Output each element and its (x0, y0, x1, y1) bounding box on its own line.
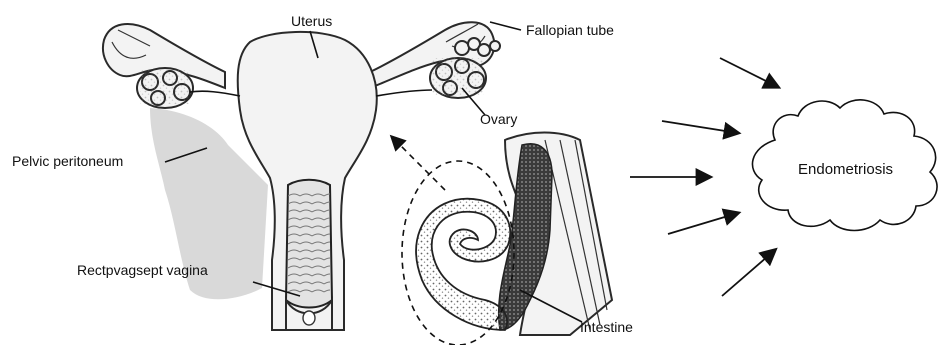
label-pelvic-peritoneum: Pelvic peritoneum (12, 153, 123, 169)
intestine-illustration (402, 133, 612, 345)
arrow-2 (662, 121, 738, 133)
label-endometriosis: Endometriosis (798, 161, 893, 178)
label-fallopian-tube: Fallopian tube (526, 22, 614, 38)
folded-tissue (416, 199, 510, 330)
arrow-4 (668, 213, 738, 234)
label-uterus: Uterus (291, 13, 332, 29)
vaginal-rugae (288, 190, 330, 295)
dashed-arrow-to-uterus (392, 137, 445, 190)
label-ovary: Ovary (480, 111, 517, 127)
left-ovary (137, 68, 193, 108)
label-rectovaginal-septum: Rectpvagsept vagina (77, 262, 208, 278)
arrow-5 (722, 250, 775, 296)
label-intestine: Intestine (580, 319, 633, 335)
arrow-1 (720, 58, 778, 87)
right-ovary (430, 58, 486, 98)
